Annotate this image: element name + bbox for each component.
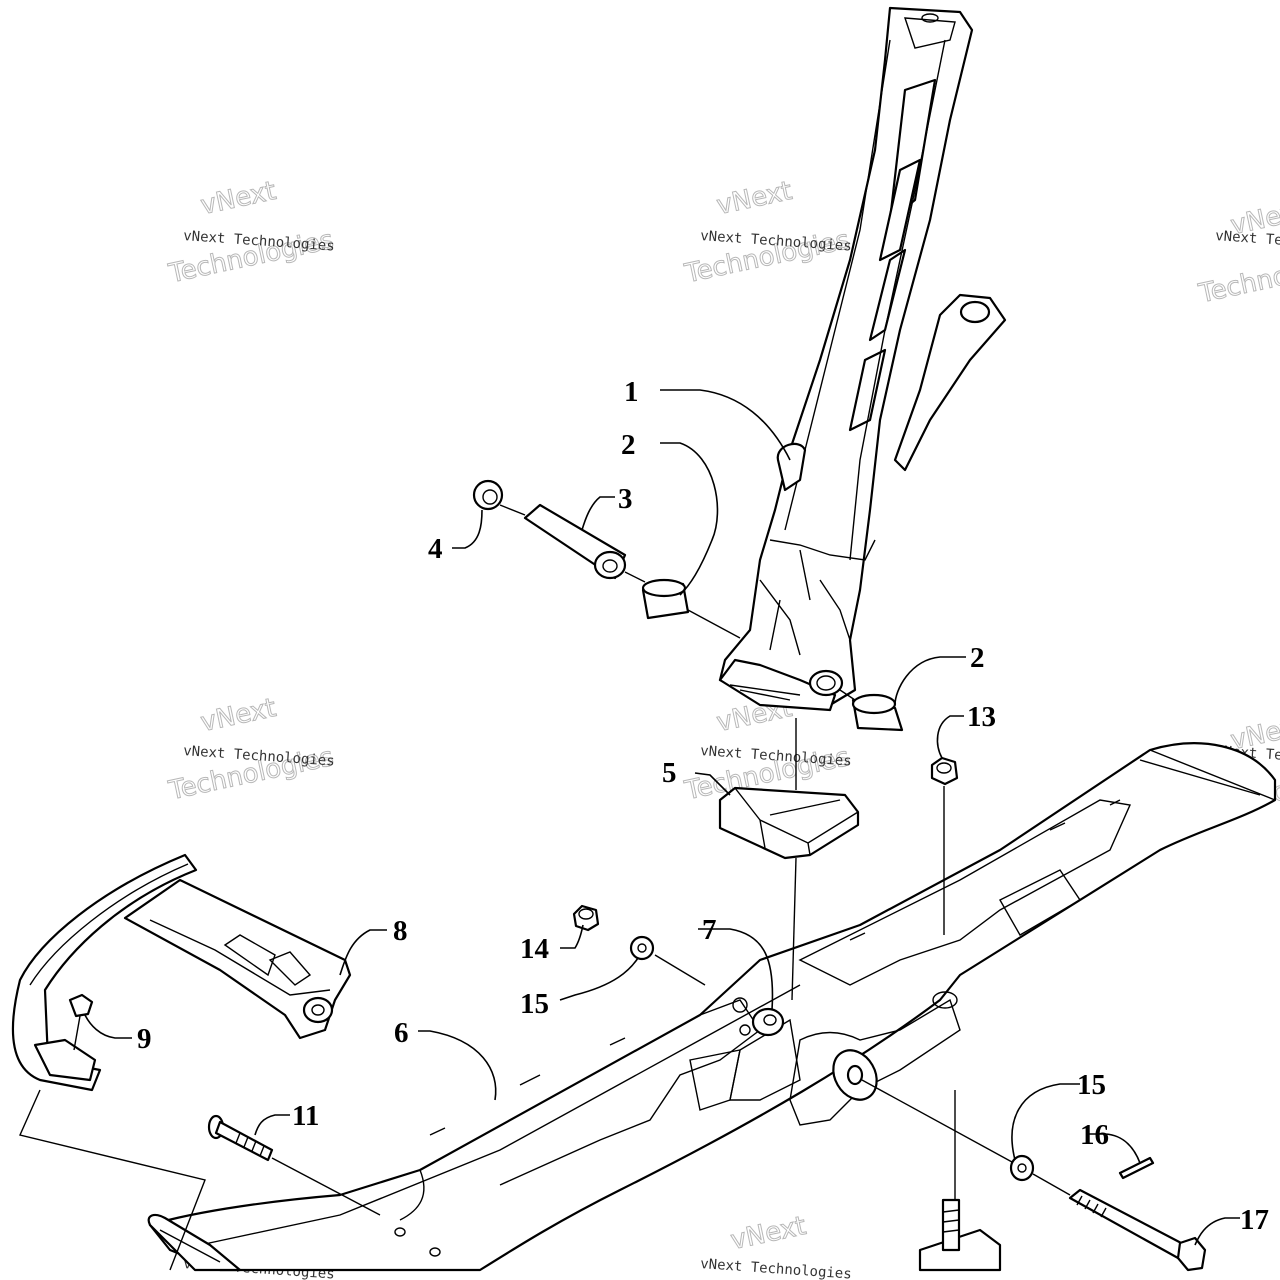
callout-8: 8 — [393, 915, 408, 947]
washer-part-15b — [1009, 1154, 1035, 1182]
callout-6: 6 — [394, 1017, 409, 1049]
watermark-line: vNext — [728, 1211, 809, 1256]
watermark-line: vNext Technologies — [1215, 228, 1280, 255]
callout-9: 9 — [137, 1023, 152, 1055]
watermark: vNext — [728, 1210, 810, 1256]
callout-15a: 15 — [520, 988, 549, 1020]
watermark-line: vNext — [198, 176, 279, 221]
bolt-part-17 — [1068, 1188, 1207, 1272]
callout-15b: 15 — [1077, 1069, 1106, 1101]
leader-lines — [84, 389, 1240, 1246]
callout-2b: 2 — [970, 642, 985, 674]
watermark: vNext Technologies — [165, 175, 337, 289]
callout-3: 3 — [618, 483, 633, 515]
nut-part-14 — [572, 904, 600, 932]
callout-17: 17 — [1240, 1204, 1269, 1236]
callout-13: 13 — [967, 701, 996, 733]
bushing-part-7 — [751, 1007, 785, 1037]
watermark-line: vNext — [198, 693, 279, 738]
callout-7: 7 — [702, 914, 717, 946]
bushing-part-2a — [641, 578, 690, 620]
callout-14: 14 — [520, 933, 549, 965]
callout-11: 11 — [292, 1100, 319, 1132]
spacer-part-3 — [523, 503, 627, 580]
pin-part-16 — [1118, 1156, 1155, 1180]
callout-1: 1 — [624, 376, 639, 408]
assembly-lines — [19, 504, 1071, 1271]
nut-part-13 — [930, 756, 959, 786]
loop-part-8 — [11, 853, 352, 1092]
spindle-part-1 — [718, 6, 1007, 712]
watermark-line: Technologies — [1196, 245, 1280, 309]
washer-part-15a — [629, 935, 655, 961]
watermark-line: vNext Technologies — [700, 1256, 852, 1280]
bolt-part-11 — [207, 1114, 274, 1162]
watermark: vNext Technologies — [165, 692, 337, 806]
callout-16: 16 — [1080, 1119, 1109, 1151]
callout-2a: 2 — [621, 429, 636, 461]
callout-4: 4 — [428, 533, 443, 565]
bushing-part-4 — [472, 479, 504, 511]
watermark: vNext Technologies — [1195, 195, 1280, 309]
dampener-part-5 — [718, 786, 860, 860]
watermark-line: vNext — [714, 176, 795, 221]
ski-part-6 — [147, 742, 1277, 1272]
callout-labels: 1 2 3 4 2 13 5 8 7 14 15 9 6 15 11 16 17 — [137, 376, 1269, 1236]
watermark: vNext Technologies — [681, 175, 853, 289]
nut-part-9 — [68, 993, 94, 1051]
callout-5: 5 — [662, 757, 677, 789]
